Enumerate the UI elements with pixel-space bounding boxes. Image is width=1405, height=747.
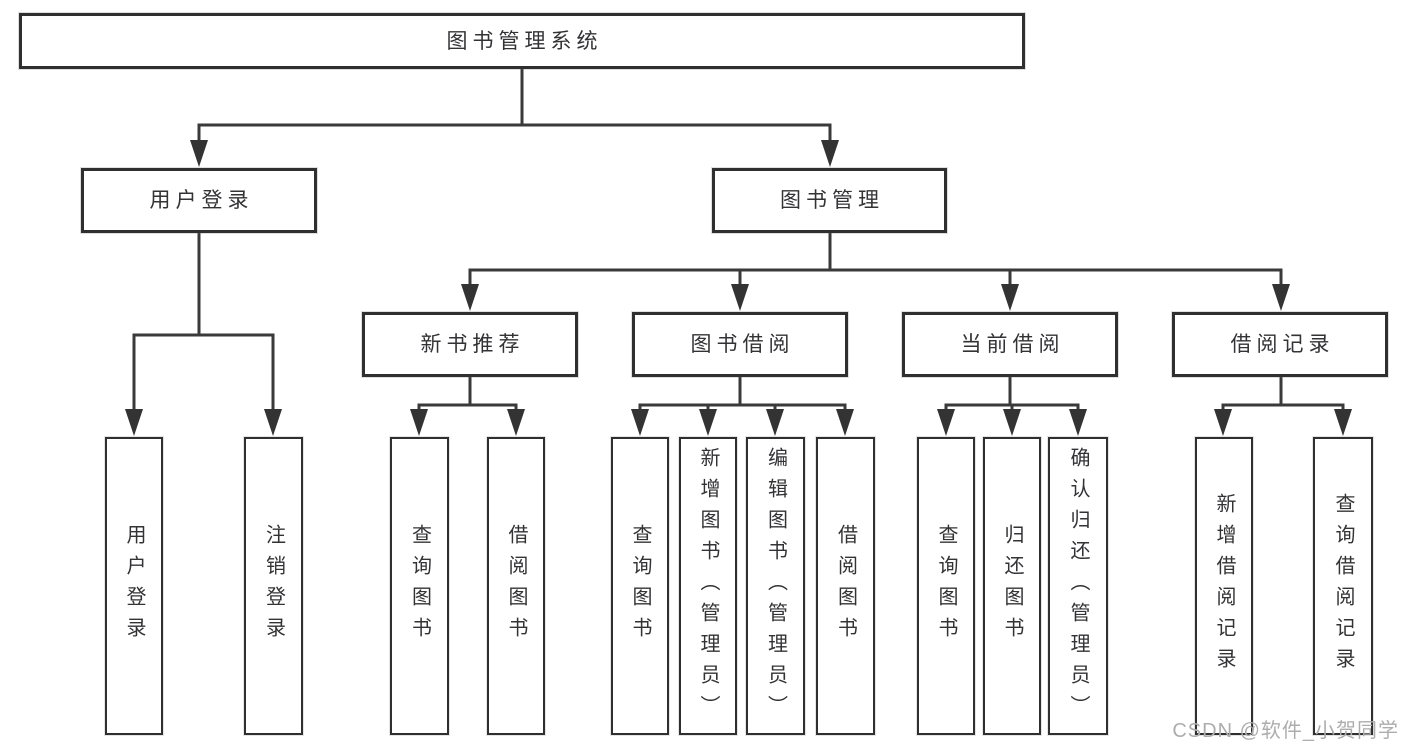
connector-new-book-to-leaves <box>410 377 525 436</box>
leaf-logout: 注销登录 <box>244 437 303 735</box>
watermark: CSDN @软件_小贺同学 <box>1172 720 1399 742</box>
node-label: 图书借阅 <box>690 333 795 356</box>
node-borrow-records: 借阅记录 <box>1172 312 1388 377</box>
leaf-label: 查询图书 <box>935 524 957 648</box>
leaf-borrow-book: 借阅图书 <box>816 437 875 735</box>
leaf-label: 编辑图书（管理员） <box>764 446 787 726</box>
node-user-login: 用户登录 <box>81 168 317 233</box>
leaf-label: 查询图书 <box>629 524 651 648</box>
leaf-label: 新增借阅记录 <box>1213 493 1235 679</box>
leaf-query-book-current: 查询图书 <box>917 437 975 735</box>
leaf-return-book: 归还图书 <box>983 437 1041 735</box>
leaf-label: 查询借阅记录 <box>1332 493 1354 679</box>
leaf-label: 用户登录 <box>123 524 145 648</box>
connector-borrow-records-to-leaves <box>1214 377 1352 436</box>
node-label: 用户登录 <box>149 189 254 212</box>
node-library-system: 图书管理系统 <box>19 13 1025 69</box>
leaf-query-borrow-record: 查询借阅记录 <box>1313 437 1373 735</box>
connector-root-to-level2 <box>190 69 839 167</box>
node-new-book-recommend: 新书推荐 <box>362 312 578 377</box>
node-book-management: 图书管理 <box>712 168 947 233</box>
node-label: 当前借阅 <box>960 333 1065 356</box>
leaf-add-borrow-record: 新增借阅记录 <box>1195 437 1253 735</box>
leaf-label: 新增图书（管理员） <box>697 446 719 726</box>
node-label: 图书管理系统 <box>446 29 603 53</box>
connector-current-borrow-to-leaves <box>937 377 1087 436</box>
leaf-query-book-borrow: 查询图书 <box>611 437 669 735</box>
connector-book-borrow-to-leaves <box>631 377 854 436</box>
leaf-confirm-return-admin: 确认归还（管理员） <box>1048 437 1108 735</box>
leaf-edit-book-admin: 编辑图书（管理员） <box>746 437 805 735</box>
connector-book-management-to-level3 <box>461 233 1290 311</box>
leaf-label: 查询图书 <box>408 524 431 648</box>
leaf-label: 注销登录 <box>262 524 285 648</box>
leaf-label: 借阅图书 <box>834 524 857 648</box>
leaf-label: 归还图书 <box>1001 524 1023 648</box>
connector-user-login-to-leaves <box>125 233 282 436</box>
leaf-user-login: 用户登录 <box>105 437 163 735</box>
leaf-label: 借阅图书 <box>505 524 527 648</box>
leaf-add-book-admin: 新增图书（管理员） <box>679 437 737 735</box>
leaf-borrow-book-recommend: 借阅图书 <box>487 437 545 735</box>
leaf-label: 确认归还（管理员） <box>1067 446 1089 726</box>
node-book-borrow: 图书借阅 <box>632 312 848 377</box>
node-label: 新书推荐 <box>420 333 525 356</box>
node-current-borrow: 当前借阅 <box>902 312 1118 377</box>
node-label: 图书管理 <box>780 189 884 212</box>
leaf-query-book-recommend: 查询图书 <box>390 437 449 735</box>
node-label: 借阅记录 <box>1230 333 1335 356</box>
